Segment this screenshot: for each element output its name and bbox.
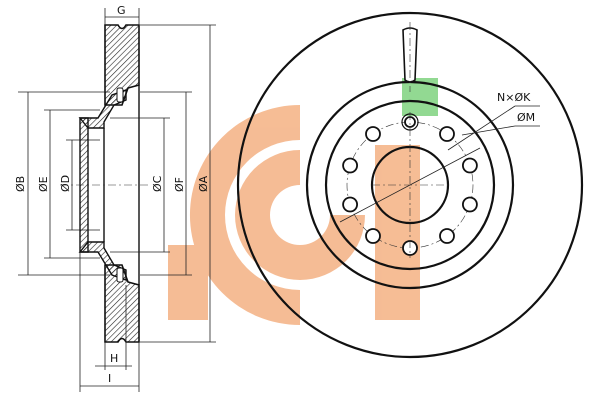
bolt-hole — [439, 228, 455, 244]
disc-outer-edge — [236, 11, 584, 359]
label-b: ØB — [14, 176, 27, 192]
label-i: I — [108, 372, 111, 385]
disc-front-view: N×ØK ØM — [236, 11, 584, 359]
disc-cross-section — [60, 24, 150, 343]
label-d: ØD — [59, 175, 72, 192]
label-nk: N×ØK — [497, 91, 531, 104]
bolt-hole — [365, 228, 381, 244]
bolt-hole — [439, 126, 455, 142]
bolt-hole — [461, 196, 478, 213]
label-c: ØC — [151, 175, 164, 192]
gp-logo-watermark — [168, 78, 438, 326]
logo-left-block — [168, 245, 208, 320]
logo-outer-ring — [189, 104, 300, 326]
disc-hat-outer — [324, 99, 496, 271]
label-a: ØA — [197, 175, 210, 192]
label-h: H — [110, 352, 118, 365]
section-ring-upper — [104, 24, 140, 106]
bolt-hole — [461, 157, 478, 174]
logo-right-bar — [375, 145, 420, 320]
label-m: ØM — [517, 111, 535, 124]
section-ring-lower — [104, 264, 140, 343]
label-e: ØE — [37, 176, 50, 192]
label-f: ØF — [173, 177, 186, 192]
label-g: G — [117, 4, 126, 17]
bolt-hole — [365, 126, 381, 142]
logo-inner-g — [235, 150, 365, 280]
bolt-hole-group — [342, 113, 478, 256]
section-dimensions: G ØB ØE ØD ØC ØF ØA H — [14, 4, 216, 392]
bolt-hole — [342, 157, 359, 174]
bolt-hole — [342, 196, 359, 213]
